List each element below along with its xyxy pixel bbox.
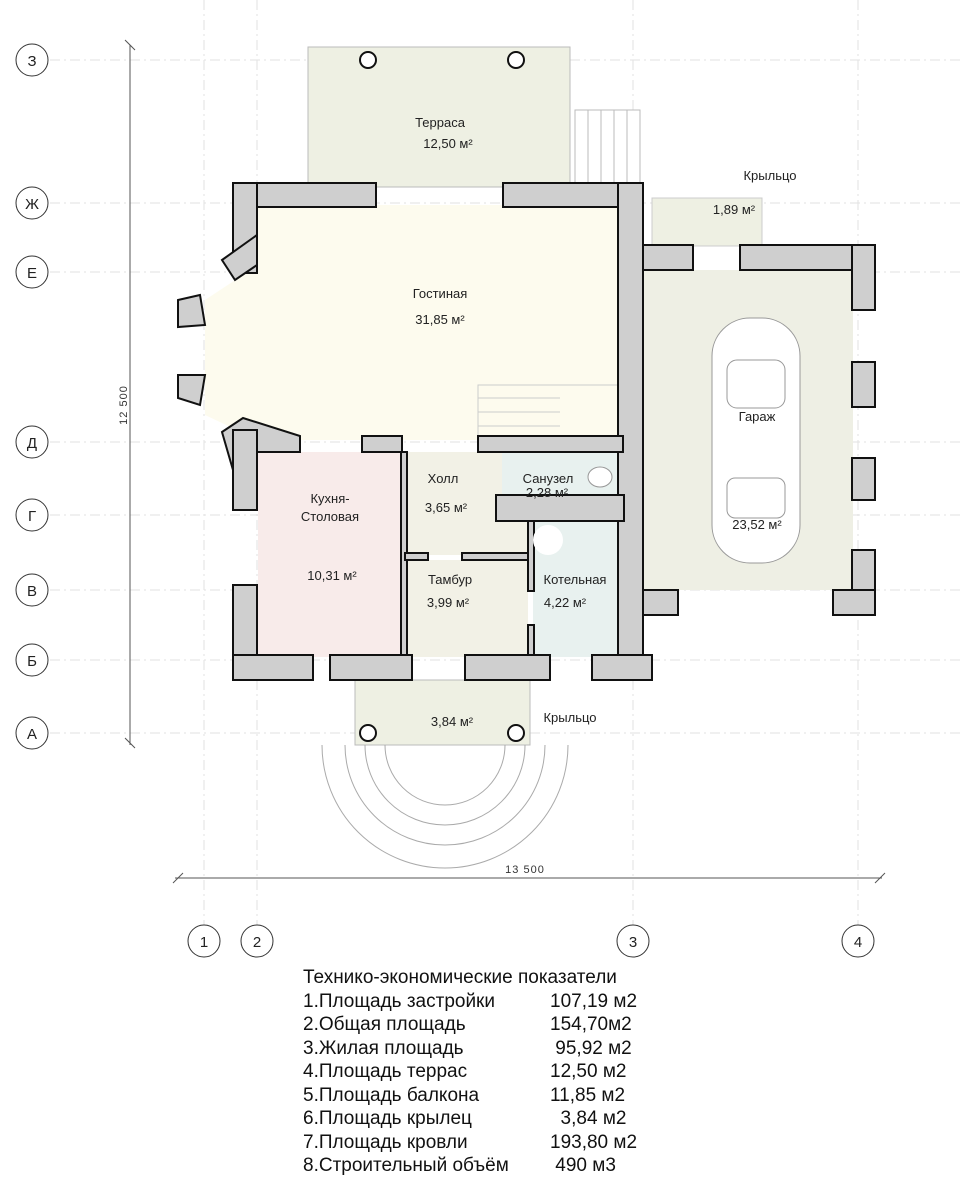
room-name: Тамбур — [428, 572, 472, 587]
indicator-value: 490 м3 — [550, 1155, 616, 1176]
toilet-icon — [533, 466, 613, 555]
indicator-value: 95,92 м2 — [550, 1037, 632, 1059]
axis-label-row: Д — [27, 435, 37, 452]
room-name: Санузел — [523, 471, 574, 486]
axis-label-col: 3 — [629, 934, 637, 951]
indicator-value: 193,80 м2 — [550, 1131, 638, 1153]
indicator-name: 6.Площадь крылец — [303, 1108, 472, 1129]
axis-label-row: Ж — [25, 196, 39, 213]
room-name: Терраса — [415, 115, 466, 130]
indicator-value: 107,19 м2 — [550, 990, 638, 1012]
room-name: Столовая — [301, 509, 359, 524]
indicator-value: 11,85 м2 — [550, 1084, 626, 1106]
axis-label-row: А — [27, 726, 37, 743]
room-name: Гостиная — [413, 286, 468, 301]
kitchen-floor — [258, 452, 404, 657]
terrace-stairs — [574, 109, 641, 186]
room-name: Крыльцо — [543, 710, 596, 725]
room-name: Холл — [428, 471, 459, 486]
room-name: Котельная — [544, 572, 607, 587]
room-area: 23,52 м² — [732, 517, 782, 532]
room-area: 3,84 м² — [431, 714, 474, 729]
room-name: Гараж — [739, 409, 776, 424]
room-area: 31,85 м² — [415, 312, 465, 327]
axis-label-row: З — [27, 53, 36, 70]
indicator-name: 2.Общая площадь — [303, 1014, 466, 1035]
indicator-row: 8.Строительный объём 490 м3 — [303, 1154, 637, 1178]
room-area: 1,89 м² — [713, 202, 756, 217]
indicator-name: 5.Площадь балкона — [303, 1084, 480, 1106]
axis-label-row: Б — [27, 653, 37, 670]
room-area: 3,99 м² — [427, 595, 470, 610]
indicator-value: 12,50 м2 — [550, 1061, 627, 1082]
columns — [359, 51, 525, 742]
indicator-row: 2.Общая площадь 154,70м2 — [303, 1013, 637, 1037]
terrace-floor — [307, 46, 571, 188]
indicator-row: 1.Площадь застройки 107,19 м2 — [303, 990, 637, 1014]
axis-label-col: 4 — [854, 934, 862, 951]
row-axis-markers — [15, 43, 875, 958]
room-name: Кухня- — [310, 491, 349, 506]
axis-label-row: В — [27, 583, 37, 600]
indicator-row: 3.Жилая площадь 95,92 м2 — [303, 1037, 637, 1061]
indicator-name: 7.Площадь кровли — [303, 1131, 468, 1153]
indicator-value: 3,84 м2 — [550, 1108, 627, 1129]
dimension-horizontal: 13 500 — [505, 864, 545, 876]
dimension-vertical: 12 500 — [118, 385, 130, 425]
indicator-name: 8.Строительный объём — [303, 1155, 509, 1176]
entrance-steps — [321, 744, 569, 869]
vestibule-floor — [405, 560, 528, 657]
room-area: 3,65 м² — [425, 500, 468, 515]
axis-label-col: 2 — [253, 934, 261, 951]
indicator-name: 1.Площадь застройки — [303, 990, 495, 1012]
indicator-row: 4.Площадь террас 12,50 м2 — [303, 1060, 637, 1084]
car-icon — [711, 317, 801, 564]
axis-label-row: Г — [28, 508, 36, 525]
floor-plan: З Ж Е Д Г В Б А 1 2 3 4 12 500 13 500 — [15, 0, 960, 958]
porch-top-floor — [651, 197, 763, 247]
indicator-value: 154,70м2 — [550, 1014, 632, 1035]
indicator-name: 4.Площадь террас — [303, 1061, 468, 1082]
room-area: 10,31 м² — [307, 568, 357, 583]
indicator-row: 7.Площадь кровли 193,80 м2 — [303, 1131, 637, 1155]
room-area: 4,22 м² — [544, 595, 587, 610]
room-area: 2,28 м² — [526, 485, 569, 500]
walls — [177, 182, 876, 681]
indicators-title: Технико-экономические показатели — [303, 967, 617, 988]
axis-label-row: Е — [27, 265, 37, 282]
dimension-lines — [124, 39, 886, 884]
porch-bottom-floor — [354, 679, 531, 746]
room-area: 12,50 м² — [423, 136, 473, 151]
technical-indicators: Технико-экономические показатели 1.Площа… — [303, 966, 637, 1178]
axis-label-col: 1 — [200, 934, 208, 951]
indicator-name: 3.Жилая площадь — [303, 1037, 464, 1059]
living-room-floor — [205, 205, 630, 440]
room-name: Крыльцо — [743, 168, 796, 183]
indicator-row: 6.Площадь крылец 3,84 м2 — [303, 1107, 637, 1131]
indicator-row: 5.Площадь балкона 11,85 м2 — [303, 1084, 637, 1108]
